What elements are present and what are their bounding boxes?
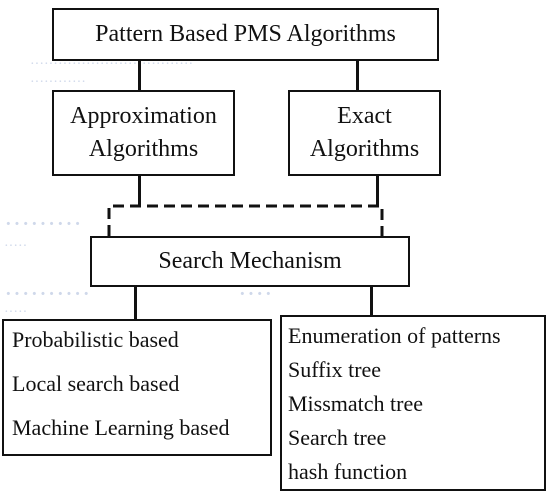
approximation-line-1: Approximation [70,103,217,129]
connector-search-to-right-list [370,285,373,315]
list-item: Suffix tree [288,357,382,382]
search-mechanism-label: Search Mechanism [158,248,342,274]
exact-line-1: Exact [337,103,392,129]
ghost-text-4: ········· [4,209,82,238]
list-item: hash function [288,459,408,484]
list-item: Local search based [12,371,180,396]
top-box-label: Pattern Based PMS Algorithms [95,21,396,47]
ghost-text-2: ··································· [30,57,194,72]
connector-exact-down [376,174,379,206]
ghost-text-6: ·········· [4,279,91,308]
connector-search-to-left-list [134,285,137,319]
list-item: Missmatch tree [288,391,424,416]
connector-top-to-approx [138,59,141,90]
list-item: Search tree [288,425,387,450]
connector-approx-down [138,174,141,206]
ghost-text-7: ····· [4,305,28,320]
top-box-pattern-based-pms: Pattern Based PMS Algorithms [52,8,439,61]
connector-top-to-exact [356,59,359,90]
exact-line-2: Algorithms [309,136,420,162]
approximation-algorithms-box: Approximation Algorithms [52,90,235,176]
list-item: Probabilistic based [12,327,179,352]
approximation-methods-list: Probabilistic based Local search based M… [2,319,272,456]
ghost-text-3: ············ [30,75,86,90]
search-mechanism-box: Search Mechanism [90,236,410,287]
list-item: Enumeration of patterns [288,323,501,348]
exact-methods-list: Enumeration of patterns Suffix tree Miss… [280,315,546,491]
ghost-text-5: ····· [4,239,28,254]
list-item: Machine Learning based [12,415,230,440]
exact-algorithms-box: Exact Algorithms [288,90,441,176]
approximation-line-2: Algorithms [88,136,199,162]
